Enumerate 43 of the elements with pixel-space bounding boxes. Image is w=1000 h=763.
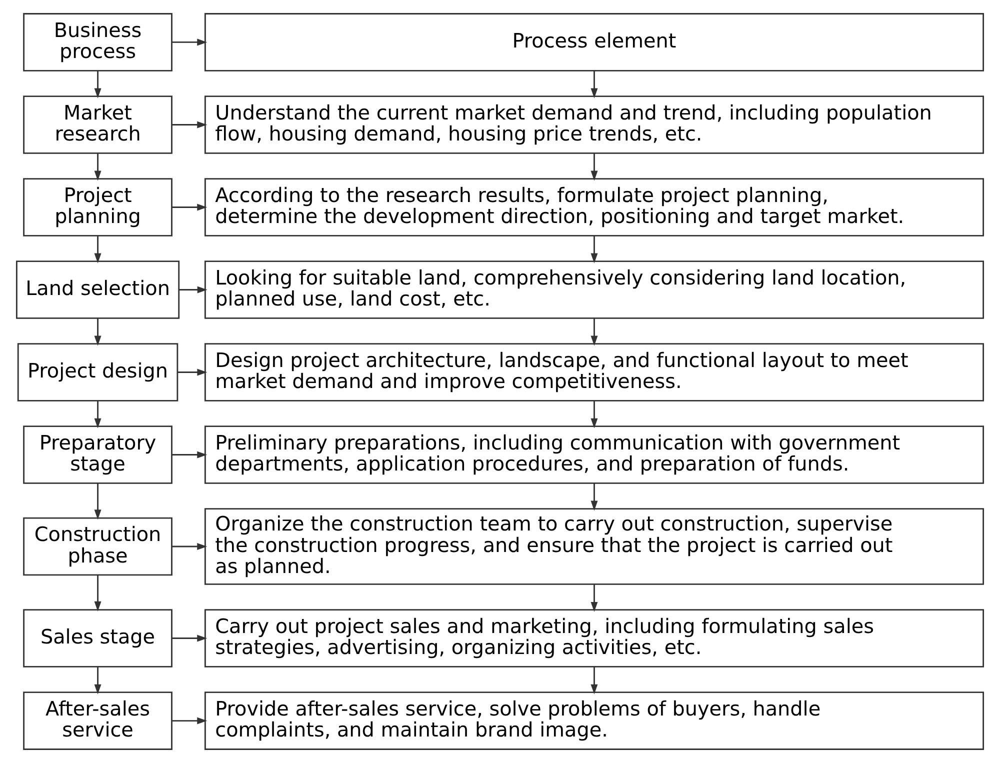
node-box: Project design — [17, 343, 178, 402]
arrow — [178, 368, 208, 376]
node-box: Preparatory stage — [23, 426, 172, 484]
node-box: Carry out project sales and marketing, including formulating sales strategies, advertising, organizing activities, etc. — [204, 609, 984, 668]
node-box: Sales stage — [23, 609, 172, 668]
node-box: Design project architecture, landscape, and functional layout to meet market demand and improve competitiveness. — [204, 343, 984, 402]
node-box: Looking for suitable land, comprehensively considering land location, planned use, land cost, etc. — [204, 260, 984, 319]
arrow — [590, 401, 598, 428]
arrow — [590, 71, 598, 98]
arrow — [94, 401, 102, 428]
arrow — [179, 286, 208, 294]
arrow — [590, 236, 598, 264]
arrow — [172, 38, 208, 46]
node-box: Business process — [23, 13, 172, 72]
arrow — [590, 318, 598, 346]
arrow — [172, 204, 208, 211]
arrow — [172, 634, 208, 642]
arrow — [590, 667, 598, 694]
arrow — [590, 483, 598, 511]
arrow — [94, 667, 102, 694]
arrow — [172, 717, 208, 724]
node-box: Construction phase — [23, 517, 172, 576]
arrow — [94, 318, 102, 346]
arrow — [590, 584, 598, 612]
arrow — [94, 236, 102, 264]
node-box: Market research — [23, 96, 172, 154]
node-box: Project planning — [23, 178, 172, 236]
node-box: Understand the current market demand and trend, including population flow, housing demand, housing price trends, etc. — [204, 96, 984, 154]
node-box: After-sales service — [23, 692, 172, 750]
arrow — [172, 543, 208, 550]
arrow — [172, 451, 208, 458]
arrow — [94, 575, 102, 612]
arrow — [94, 71, 102, 98]
node-box: Land selection — [16, 260, 180, 319]
arrow — [94, 154, 102, 181]
node-box: Preliminary preparations, including communication with government departments, application procedures, and preparation of funds. — [204, 426, 984, 484]
arrow — [172, 121, 208, 128]
node-box: Organize the construction team to carry out construction, supervise the construction progress, and ensure that the project is carried out as planned. — [204, 508, 984, 585]
node-box: Process element — [204, 13, 984, 72]
node-box: Provide after-sales service, solve problems of buyers, handle complaints, and maintain brand image. — [204, 692, 984, 750]
node-box: According to the research results, formulate project planning, determine the development direction, positioning and target market. — [204, 178, 984, 236]
arrow — [94, 483, 102, 520]
arrow — [590, 154, 598, 181]
